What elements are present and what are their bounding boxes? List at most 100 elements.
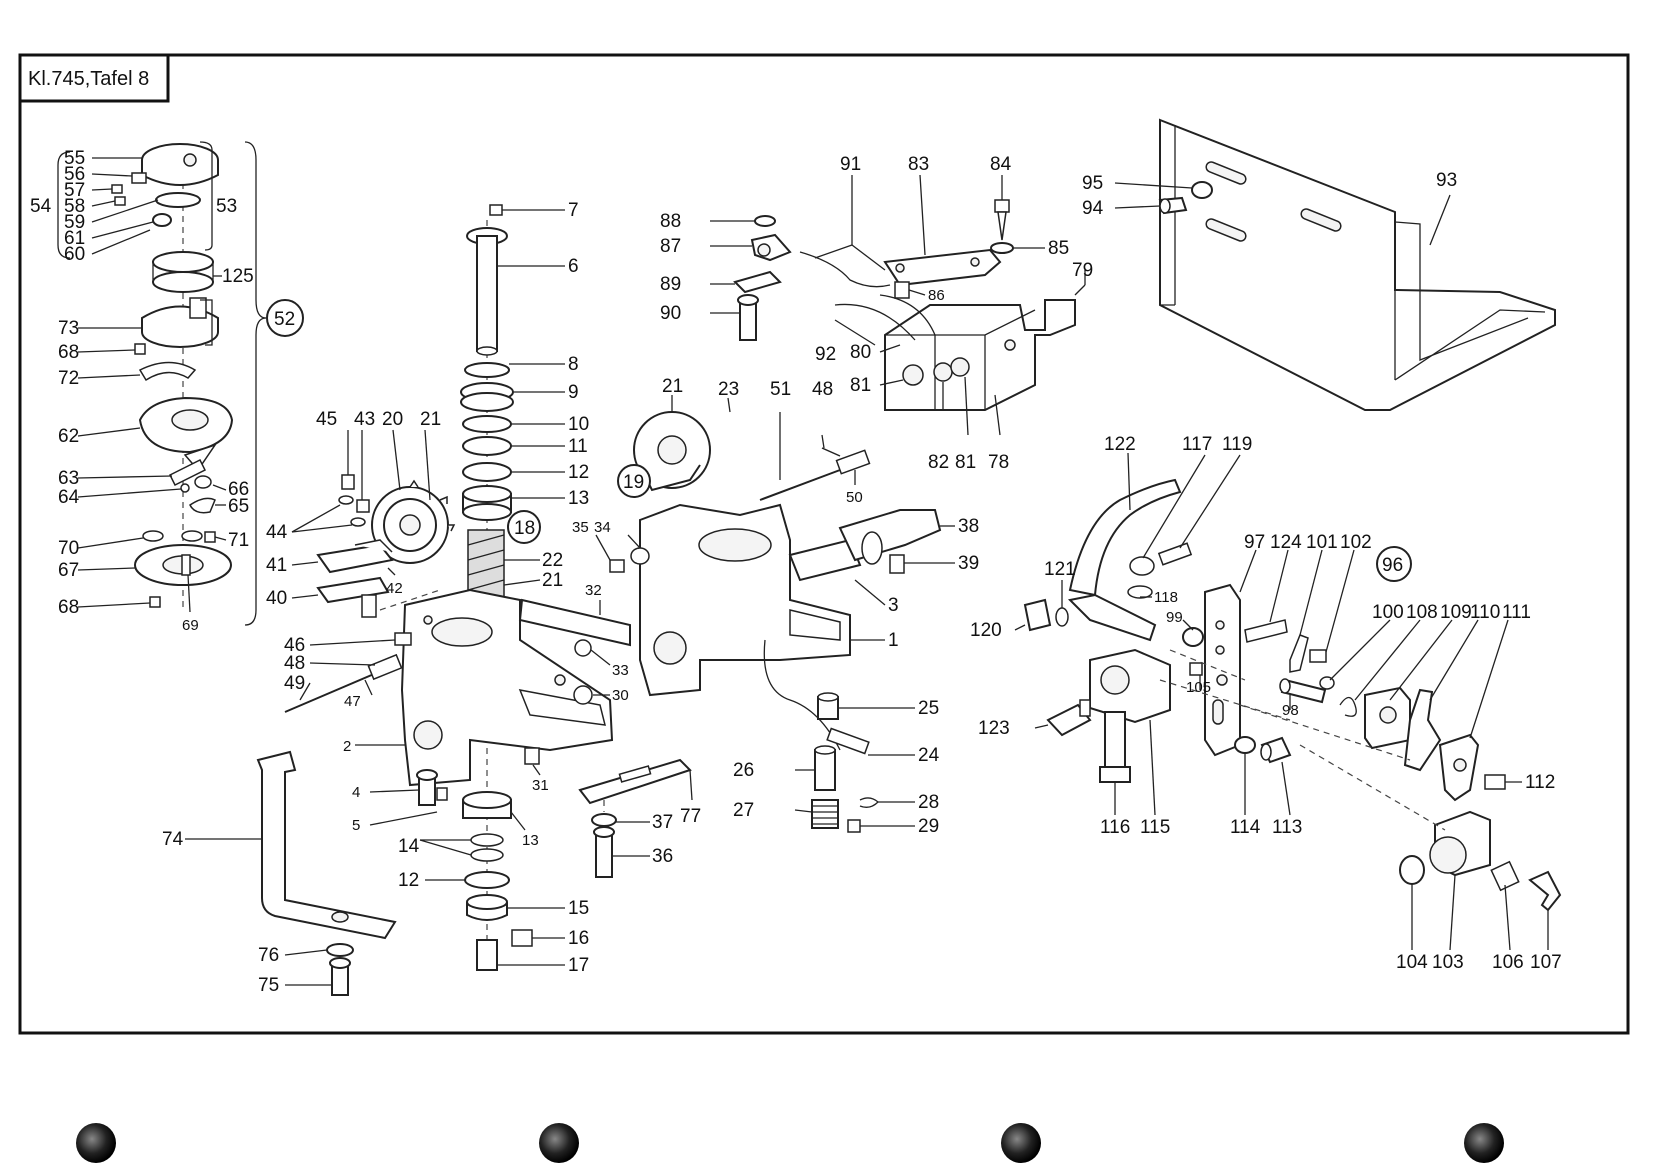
part-label: 40 bbox=[266, 588, 287, 609]
part-label: 26 bbox=[733, 760, 754, 781]
part-label: 114 bbox=[1230, 817, 1261, 838]
center-housing-group bbox=[518, 395, 955, 878]
part-label: 106 bbox=[1492, 952, 1524, 973]
part-label: 112 bbox=[1525, 772, 1555, 793]
part-label: 31 bbox=[532, 777, 549, 794]
part-label: 1 bbox=[888, 630, 899, 651]
part-label: 69 bbox=[182, 617, 199, 634]
part-label: 48 bbox=[284, 653, 305, 674]
callout-label-96: 96 bbox=[1382, 555, 1403, 576]
callout-label-19: 19 bbox=[623, 472, 644, 493]
part-label: 2 bbox=[343, 738, 351, 755]
part-label: 13 bbox=[522, 832, 539, 849]
part-label: 21 bbox=[542, 570, 563, 591]
part-label: 54 bbox=[30, 196, 52, 217]
part-label: 108 bbox=[1406, 602, 1438, 623]
part-label: 100 bbox=[1372, 602, 1404, 623]
part-label: 86 bbox=[928, 287, 945, 304]
part-label: 78 bbox=[988, 452, 1009, 473]
callout-circle-96 bbox=[1376, 546, 1412, 582]
part-label: 21 bbox=[662, 376, 683, 397]
part-label: 47 bbox=[344, 693, 361, 710]
part-label: 85 bbox=[1048, 238, 1069, 259]
part-labels: 55 56 57 58 59 61 60 54 53 125 52 73 68 … bbox=[30, 148, 1562, 996]
callout-circle-19 bbox=[617, 464, 651, 498]
part-label: 121 bbox=[1044, 559, 1076, 580]
part-label: 123 bbox=[978, 718, 1010, 739]
part-label: 84 bbox=[990, 154, 1012, 175]
part-label: 67 bbox=[58, 560, 79, 581]
part-label: 9 bbox=[568, 382, 579, 403]
tray-group bbox=[1114, 118, 1556, 411]
part-label: 61 bbox=[64, 228, 85, 249]
part-label: 48 bbox=[812, 379, 833, 400]
part-label: 71 bbox=[228, 530, 249, 551]
part-label: 125 bbox=[222, 266, 254, 287]
part-label: 116 bbox=[1100, 817, 1130, 838]
part-label: 30 bbox=[612, 687, 629, 704]
part-label: 87 bbox=[660, 236, 681, 257]
sheet-title: Kl.745,Tafel 8 bbox=[28, 68, 149, 90]
part-label: 90 bbox=[660, 303, 681, 324]
part-label: 89 bbox=[660, 274, 681, 295]
part-label: 36 bbox=[652, 846, 673, 867]
part-label: 56 bbox=[64, 164, 85, 185]
part-label: 6 bbox=[568, 256, 579, 277]
gear-lever-group bbox=[291, 429, 456, 618]
part-label: 4 bbox=[352, 784, 360, 801]
part-label: 23 bbox=[718, 379, 739, 400]
part-label: 39 bbox=[958, 553, 979, 574]
part-label: 60 bbox=[64, 244, 85, 265]
part-label: 83 bbox=[908, 154, 929, 175]
part-label: 50 bbox=[846, 489, 863, 506]
part-label: 92 bbox=[815, 344, 836, 365]
part-label: 77 bbox=[680, 806, 701, 827]
part-label: 42 bbox=[386, 580, 403, 597]
part-label: 91 bbox=[840, 154, 861, 175]
part-label: 76 bbox=[258, 945, 279, 966]
part-label: 68 bbox=[58, 597, 79, 618]
part-label: 53 bbox=[216, 196, 237, 217]
part-label: 111 bbox=[1502, 602, 1531, 623]
title-box bbox=[18, 53, 170, 103]
part-label: 93 bbox=[1436, 170, 1457, 191]
part-label: 82 bbox=[928, 452, 949, 473]
part-label: 43 bbox=[354, 409, 375, 430]
part-label: 34 bbox=[594, 519, 611, 536]
part-label: 51 bbox=[770, 379, 791, 400]
part-label: 12 bbox=[568, 462, 589, 483]
part-label: 110 bbox=[1470, 602, 1500, 623]
callout-label-18: 18 bbox=[514, 518, 535, 539]
part-label: 62 bbox=[58, 426, 79, 447]
part-label: 122 bbox=[1104, 434, 1136, 455]
part-label: 97 bbox=[1244, 532, 1265, 553]
part-label: 88 bbox=[660, 211, 681, 232]
part-label: 38 bbox=[958, 516, 979, 537]
part-label: 103 bbox=[1432, 952, 1464, 973]
callout-circle-18 bbox=[507, 510, 541, 544]
part-label: 63 bbox=[58, 468, 79, 489]
part-label: 75 bbox=[258, 975, 279, 996]
part-label: 13 bbox=[568, 488, 589, 509]
part-label: 55 bbox=[64, 148, 85, 169]
part-label: 35 bbox=[572, 519, 589, 536]
sheet-frame bbox=[18, 53, 1630, 1035]
part-label: 27 bbox=[733, 800, 754, 821]
part-label: 66 bbox=[228, 479, 249, 500]
part-label: 17 bbox=[568, 955, 589, 976]
part-label: 113 bbox=[1272, 817, 1302, 838]
part-label: 120 bbox=[970, 620, 1002, 641]
part-label: 72 bbox=[58, 368, 79, 389]
part-label: 33 bbox=[612, 662, 629, 679]
part-label: 105 bbox=[1186, 679, 1211, 696]
part-label: 74 bbox=[162, 829, 184, 850]
part-label: 12 bbox=[398, 870, 419, 891]
part-label: 64 bbox=[58, 487, 80, 508]
part-label: 109 bbox=[1440, 602, 1472, 623]
part-label: 3 bbox=[888, 595, 899, 616]
right-assembly-group bbox=[1014, 452, 1562, 951]
part-label: 20 bbox=[382, 409, 403, 430]
punch-hole-icon bbox=[76, 1123, 116, 1163]
part-label: 117 bbox=[1182, 434, 1212, 455]
